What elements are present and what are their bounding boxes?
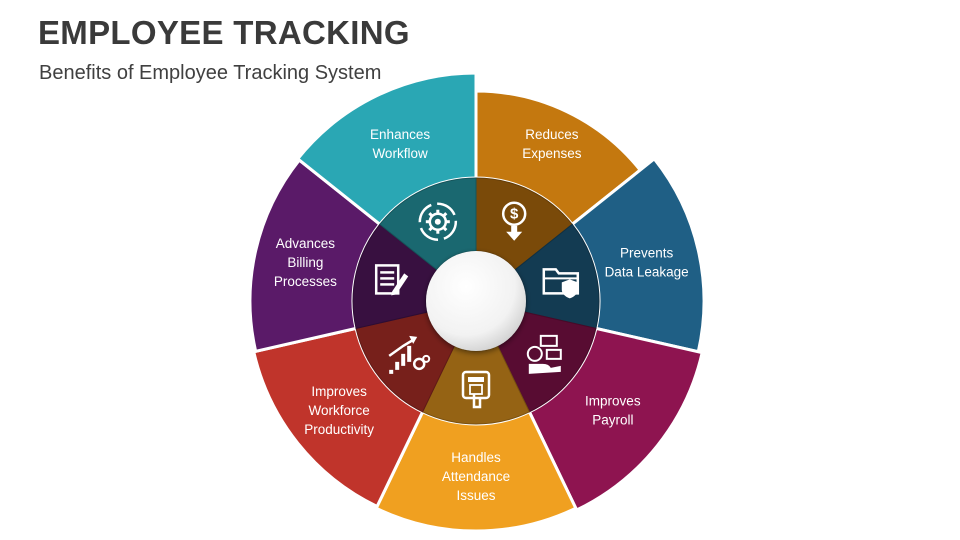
- salary-hand-icon: [526, 334, 562, 374]
- dollar-down-icon: $: [501, 201, 527, 241]
- folder-shield-icon: [542, 268, 580, 299]
- workflow-gear-icon: [418, 202, 458, 241]
- billing-document-icon: [374, 264, 409, 296]
- page-subtitle: Benefits of Employee Tracking System: [39, 62, 382, 84]
- center-hub: [426, 251, 526, 351]
- growth-chart-icon: [388, 335, 431, 374]
- page-title: EMPLOYEE TRACKING: [38, 14, 410, 51]
- svg-text:$: $: [510, 206, 519, 223]
- attendance-machine-icon: [461, 370, 491, 409]
